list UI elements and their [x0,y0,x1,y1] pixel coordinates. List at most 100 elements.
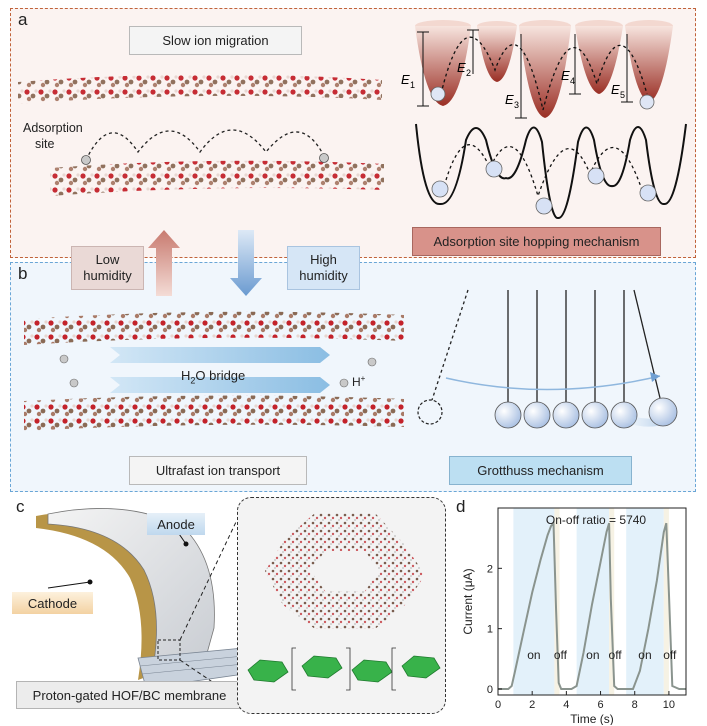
h2o-bridge-rest: O bridge [195,368,246,383]
cradle-ball-2 [523,401,551,429]
panel-c-letter: c [16,497,25,516]
high-humidity-label: High humidity [287,246,360,290]
newtons-cradle-diagram [417,289,678,429]
energy-sub-3: 3 [514,100,519,110]
ion-curve-1 [431,180,449,198]
x-tick-label-6: 6 [597,699,603,711]
hopping-path [85,129,325,161]
panel-b-molecules [24,311,404,431]
y-tick-label-0: 0 [487,684,493,696]
energy-sub-5: 5 [620,90,625,100]
proton-h: H [352,375,361,389]
on-label-3: on [638,648,651,662]
plot-frame [497,507,687,696]
high-humidity-arrow [230,230,262,296]
cellulose-chain-bottom-b [24,395,404,431]
cellulose-chain-bottom [50,160,384,196]
current-series-line [498,520,686,690]
energy-sub-2: 2 [466,68,471,78]
adsorption-site-label-1: Adsorption [23,121,83,135]
adsorption-site-label-2: site [35,137,55,151]
h2o-bridge-h: H [181,368,191,383]
on-region-1 [513,508,555,695]
cellulose-chain-top [18,74,382,104]
cradle-ball-3 [552,401,580,429]
potential-curve [415,123,687,219]
ion-well-5 [639,94,655,110]
proton-ion-1 [59,354,69,364]
ion-curve-5 [639,184,657,202]
proton-ion-4 [339,378,349,388]
ion-curve-4 [587,167,605,185]
cradle-ball-4 [581,401,609,429]
panel-a-molecules [18,74,384,196]
y-tick-label-2: 2 [487,563,493,575]
low-humidity-text-2: humidity [83,268,132,283]
hopping-mechanism-label: Adsorption site hopping mechanism [412,227,661,256]
ion-curve-3 [535,197,553,215]
high-humidity-text-2: humidity [299,268,348,283]
energy-well-5 [625,26,673,102]
off-label-2: off [609,648,623,662]
energy-wells-diagram: E 1 E 2 E 3 E 4 E 5 [401,20,673,119]
energy-label-e5: E [611,82,620,97]
h2o-bridge-lower [110,377,330,393]
cradle-ball-swing-right [648,397,678,427]
panel-a-letter: a [18,10,28,29]
slow-ion-migration-label: Slow ion migration [129,26,302,55]
energy-label-e2: E [457,60,466,75]
cradle-ball-swing-left [417,399,443,425]
h2o-bridge-upper [110,347,330,363]
ion-start [81,155,91,165]
x-tick-label-0: 0 [495,699,501,711]
on-label-1: on [527,648,540,662]
x-tick-label-8: 8 [632,699,638,711]
h2o-bridge-sub: 2 [190,375,196,386]
energy-well-4 [575,26,623,94]
x-axis-label: Time (s) [570,712,614,725]
x-tick-label-2: 2 [529,699,535,711]
panel-d-letter: d [456,497,466,516]
hof-framework [265,513,425,629]
energy-label-e1: E [401,72,410,87]
grotthuss-mechanism-label: Grotthuss mechanism [449,456,632,485]
anode-label: Anode [147,513,205,535]
ion-well-1 [430,86,446,102]
low-humidity-label: Low humidity [71,246,144,290]
proton-ion-2 [69,378,79,388]
zoom-region [157,639,181,661]
cradle-ball-1 [494,401,522,429]
on-region-3 [626,508,664,695]
ultrafast-transport-label: Ultrafast ion transport [129,456,307,485]
grotthuss-arrow [445,375,661,391]
cellulose-repeat-unit [247,647,441,691]
energy-label-e3: E [505,92,514,107]
ion-end [319,153,329,163]
panel-b-letter: b [18,264,28,283]
potential-curve-diagram [415,123,687,219]
energy-well-1 [415,26,471,106]
proton-plus: + [360,374,366,383]
membrane-label: Proton-gated HOF/BC membrane [16,681,243,709]
proton-label: H+ [352,374,365,389]
off-label-1: off [554,648,568,662]
off-region-1 [554,508,560,695]
flexible-device-illustration [36,508,245,699]
x-tick-label-4: 4 [563,699,569,711]
low-humidity-text-1: Low [95,252,120,267]
ion-curve-2 [485,160,503,178]
low-humidity-arrow [148,230,180,296]
on-label-2: on [586,648,599,662]
energy-well-3 [519,26,571,118]
energy-sub-1: 1 [410,80,415,90]
high-humidity-text-1: High [310,252,337,267]
cellulose-chain-top-b [24,311,404,345]
off-label-3: off [663,648,677,662]
h2o-bridge-label: H2O bridge [181,368,245,386]
cathode-label: Cathode [12,592,93,614]
energy-label-e4: E [561,68,570,83]
hof-structure [265,513,425,629]
proton-ion-3 [367,357,377,367]
y-tick-label-1: 1 [487,624,493,636]
